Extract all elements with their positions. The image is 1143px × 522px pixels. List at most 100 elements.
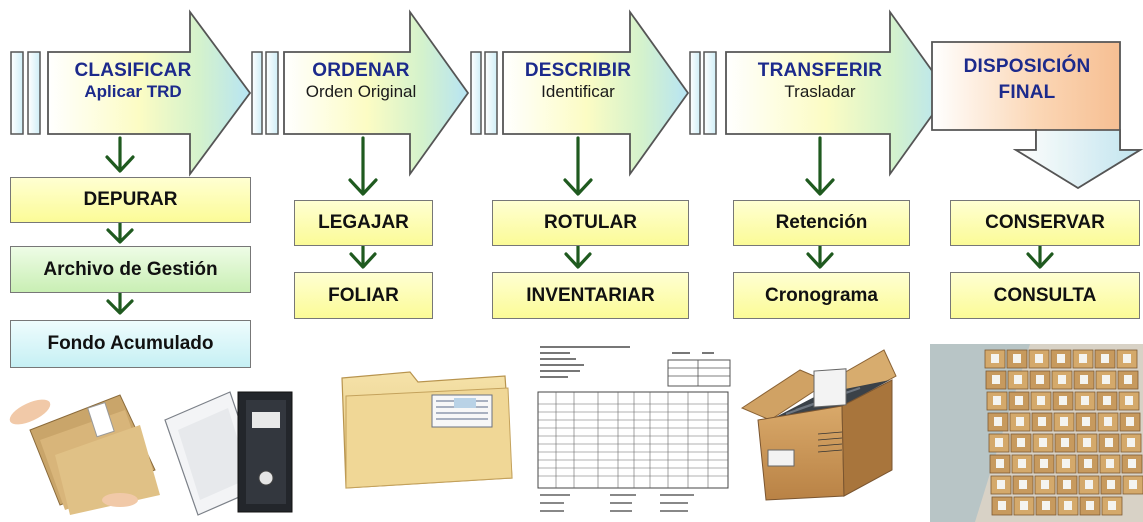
shelf-box-label (1063, 480, 1071, 489)
shelf-box-label (1123, 354, 1131, 363)
archive-shelf-boxes (984, 349, 1143, 516)
shelf-box-label (1020, 501, 1028, 510)
shelf-box-label (1039, 438, 1047, 447)
shelf-box-label (1014, 375, 1022, 384)
step-title: DISPOSICIÓN (963, 56, 1091, 77)
box-rotular: ROTULAR (492, 200, 689, 246)
shelf-box-label (1125, 396, 1133, 405)
step-subtitle: Identificar (541, 81, 615, 101)
shelf-box-label (1128, 459, 1136, 468)
shelf-box-label (1019, 480, 1027, 489)
shelf-box-label (1018, 459, 1026, 468)
shelf-box-label (1061, 438, 1069, 447)
shelf-box-label (1079, 354, 1087, 363)
folder-and-binder-photo (0, 372, 300, 522)
box-foliar: FOLIAR (294, 272, 433, 319)
box-conservar: CONSERVAR (950, 200, 1140, 246)
step-ordenar: ORDENAR Orden Original (286, 60, 436, 101)
shelf-box-label (1104, 417, 1112, 426)
shelf-box-label (1102, 375, 1110, 384)
step-disposicion: DISPOSICIÓN FINAL (952, 56, 1102, 104)
archive-box-photo (740, 349, 897, 501)
step-title: CLASIFICAR (74, 60, 192, 81)
step-describir: DESCRIBIR Identificar (503, 60, 653, 101)
shelf-box-label (1082, 417, 1090, 426)
shelf-box-label (1083, 438, 1091, 447)
shelf-box-label (1124, 375, 1132, 384)
box-depurar: DEPURAR (10, 177, 251, 223)
shelf-box-label (1086, 501, 1094, 510)
shelf-box-label (1015, 396, 1023, 405)
shelf-box-label (1042, 501, 1050, 510)
box-consulta: CONSULTA (950, 272, 1140, 319)
arrow-describir (502, 9, 690, 177)
shelf-box-label (1080, 375, 1088, 384)
bar-4a (689, 51, 701, 135)
arrow-transferir (725, 9, 950, 177)
shelf-box-label (1038, 417, 1046, 426)
shelf-box-label (997, 480, 1005, 489)
bar-3a (470, 51, 482, 135)
step-clasificar: CLASIFICAR Aplicar TRD (58, 60, 208, 101)
shelf-box-label (1085, 480, 1093, 489)
down-arrow-3 (106, 291, 134, 315)
down-arrow-8 (805, 136, 835, 196)
box-inventariar: INVENTARIAR (492, 272, 689, 319)
bar-3b (484, 51, 498, 135)
box-retencion: Retención (733, 200, 910, 246)
step-subtitle: Orden Original (305, 81, 417, 101)
shelf-box-label (991, 354, 999, 363)
down-arrow-7 (564, 244, 592, 269)
shelf-box-label (1127, 438, 1135, 447)
shelf-box-label (1081, 396, 1089, 405)
bar-4b (703, 51, 717, 135)
shelf-box-label (1108, 501, 1116, 510)
shelf-box-label (1036, 375, 1044, 384)
shelf-box-label (1016, 417, 1024, 426)
step-transferir: TRANSFERIR Trasladar (740, 60, 900, 101)
shelf-box-label (1064, 501, 1072, 510)
shelf-box-label (996, 459, 1004, 468)
down-arrow-2 (106, 221, 134, 244)
manila-folder-photo (341, 371, 513, 489)
step-subtitle: Aplicar TRD (84, 81, 182, 101)
shelf-box-label (995, 438, 1003, 447)
shelf-box-label (1040, 459, 1048, 468)
bar-2a (251, 51, 263, 135)
down-arrow-4 (348, 136, 378, 196)
shelf-box-label (1059, 396, 1067, 405)
shelf-box-label (1105, 438, 1113, 447)
down-arrow-1 (105, 136, 135, 173)
shelf-box-label (993, 396, 1001, 405)
shelf-box-label (1060, 417, 1068, 426)
box-fondo-acumulado: Fondo Acumulado (10, 320, 251, 368)
step-title: TRANSFERIR (757, 60, 883, 81)
arrow-ordenar (283, 9, 470, 177)
shelf-box-label (1062, 459, 1070, 468)
arrow-clasificar (47, 9, 252, 177)
shelf-box-label (1035, 354, 1043, 363)
box-archivo-de-gestion: Archivo de Gestión (10, 246, 251, 293)
shelf-box-label (994, 417, 1002, 426)
shelf-box-label (1129, 480, 1137, 489)
shelf-box-label (1017, 438, 1025, 447)
shelf-box-label (1037, 396, 1045, 405)
shelf-box-label (1041, 480, 1049, 489)
shelf-box-label (1101, 354, 1109, 363)
down-arrow-9 (806, 244, 834, 269)
shelf-box-label (1084, 459, 1092, 468)
inventory-form-photo (528, 342, 738, 522)
step-title: ORDENAR (312, 60, 410, 81)
shelf-box-label (1126, 417, 1134, 426)
shelf-box-label (1013, 354, 1021, 363)
arrow-disposicion-down (1012, 129, 1143, 190)
shelf-box-label (1058, 375, 1066, 384)
down-arrow-10 (1026, 244, 1054, 269)
down-arrow-6 (563, 136, 593, 196)
box-cronograma: Cronograma (733, 272, 910, 319)
shelf-box-label (1106, 459, 1114, 468)
step-title: DESCRIBIR (524, 60, 632, 81)
bar-1a (10, 51, 24, 135)
box-legajar: LEGAJAR (294, 200, 433, 246)
